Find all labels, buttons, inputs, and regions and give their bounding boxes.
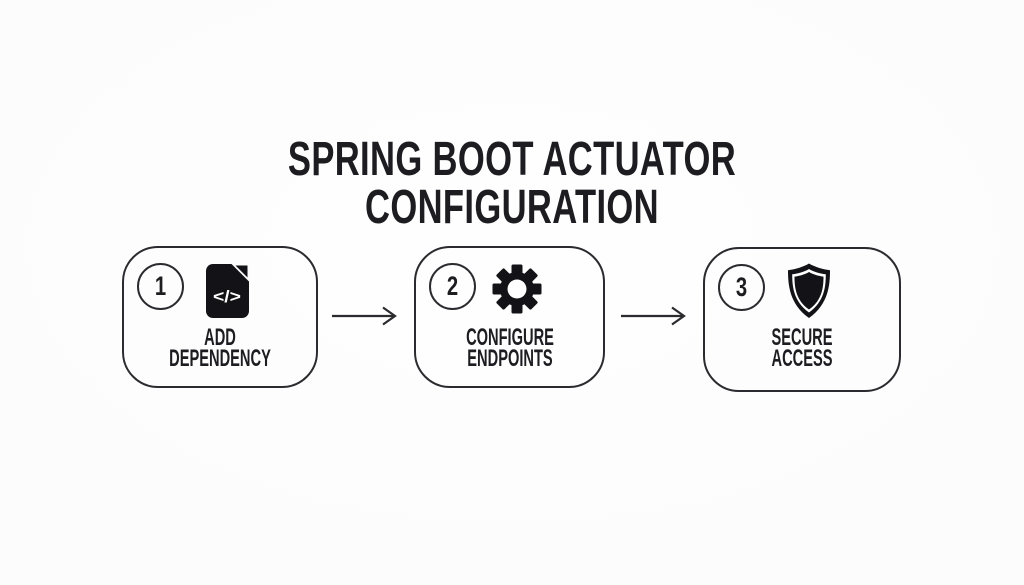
gear-icon (491, 263, 543, 315)
step-number: 2 (446, 271, 459, 301)
step-label: SECURE ACCESS (707, 324, 897, 372)
step-number: 1 (154, 271, 167, 301)
page-title: SPRING BOOT ACTUATOR CONFIGURATION (0, 136, 1024, 232)
step-card-add-dependency: 1 </> ADD DEPENDENCY (122, 246, 318, 388)
step-number-badge: 2 (429, 263, 476, 310)
code-file-icon: </> (204, 263, 250, 318)
step-label-text: ADD DEPENDENCY (169, 324, 271, 372)
page-title-text: SPRING BOOT ACTUATOR CONFIGURATION (287, 133, 737, 234)
arrow-right-icon (621, 306, 686, 326)
svg-text:</>: </> (213, 287, 241, 306)
arrow-right-icon (332, 306, 397, 326)
step-number-badge: 1 (137, 263, 184, 310)
step-label-text: SECURE ACCESS (771, 324, 833, 372)
step-label: ADD DEPENDENCY (126, 324, 314, 372)
step-number: 3 (735, 272, 748, 302)
shield-icon (785, 262, 833, 320)
step-card-configure-endpoints: 2 CONFIG (414, 246, 605, 388)
step-label: CONFIGURE ENDPOINTS (418, 324, 601, 372)
step-card-secure-access: 3 SECURE ACCESS (703, 247, 901, 392)
step-number-badge: 3 (718, 264, 765, 311)
step-label-text: CONFIGURE ENDPOINTS (465, 324, 554, 372)
